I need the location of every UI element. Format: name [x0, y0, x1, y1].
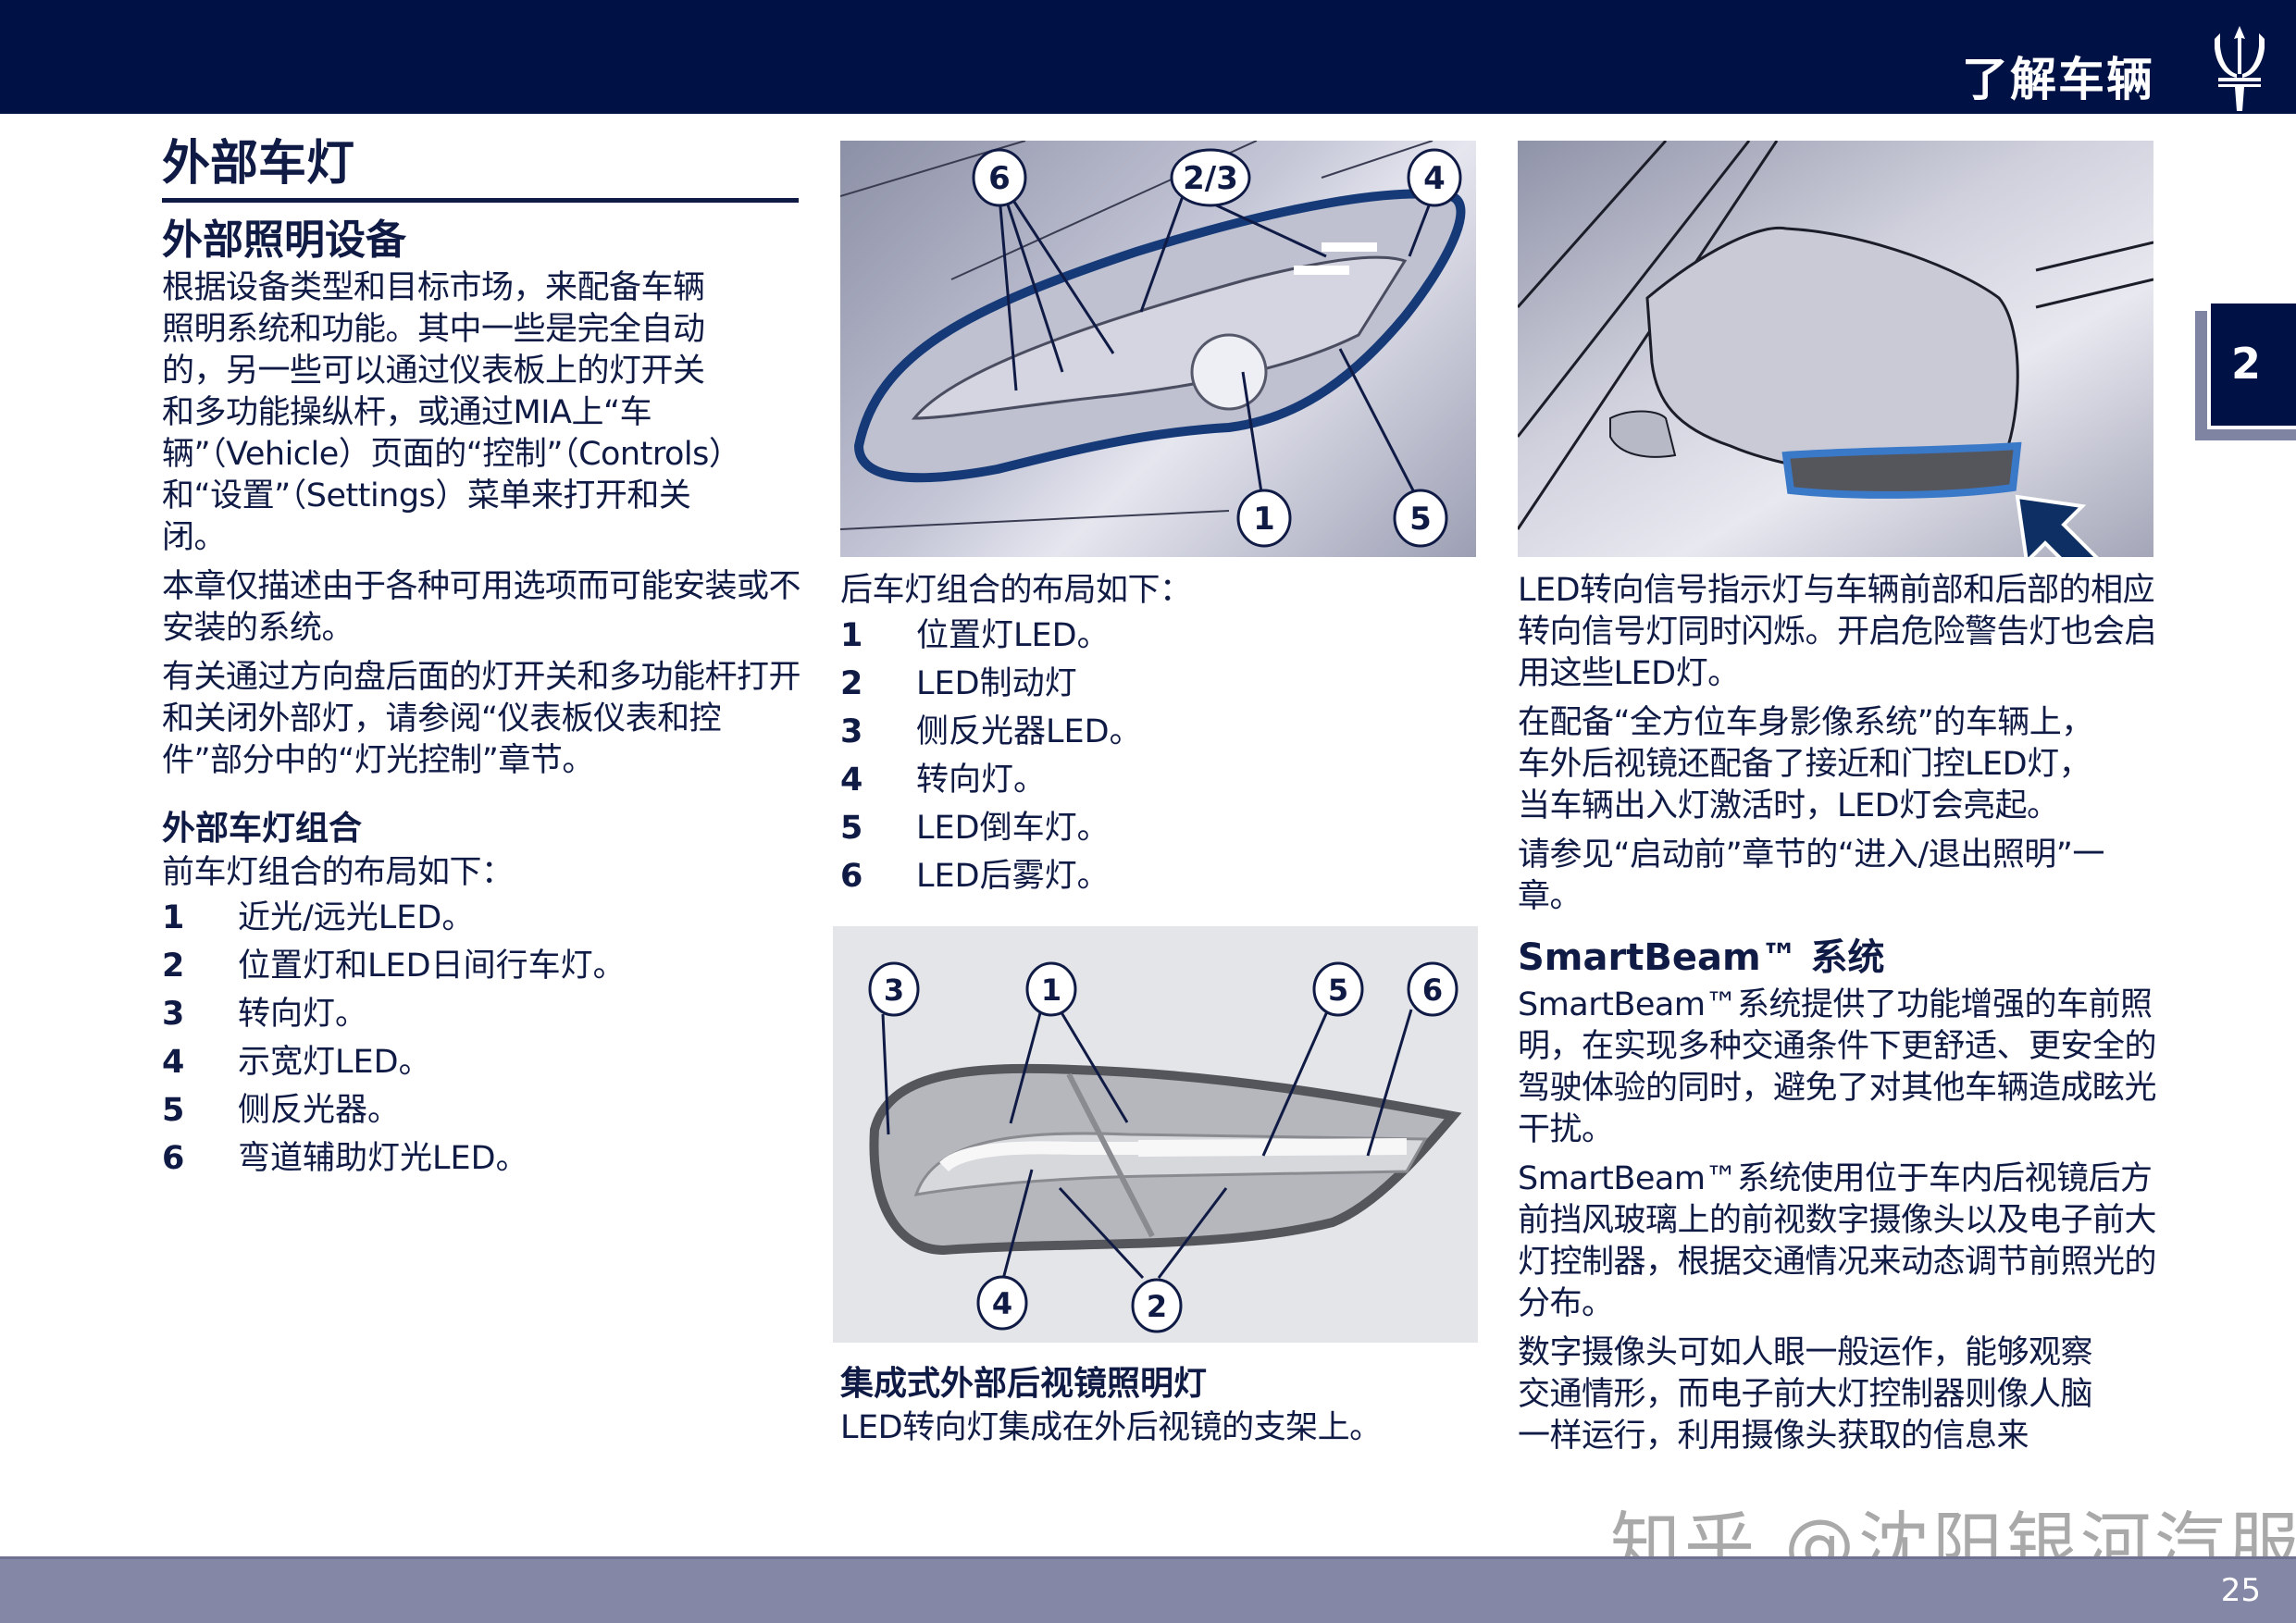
callout-2: 2: [1147, 1289, 1167, 1324]
section-heading: SmartBeam™ 系统: [1518, 936, 1885, 979]
callout-6: 6: [988, 160, 1011, 197]
callout-1: 1: [1253, 501, 1275, 538]
left-column: 外部车灯 外部照明设备 根据设备类型和目标市场，来配备车辆照明系统和功能。其中一…: [162, 130, 801, 1183]
headlight-diagram: 6 2/3 4 1 5: [840, 141, 1476, 557]
arrow-pointer-icon: [2015, 494, 2099, 557]
paragraph: 请参见“启动前”章节的“进入/退出照明”一章。: [1518, 836, 2104, 915]
list-intro: 前车灯组合的布局如下：: [162, 854, 514, 891]
header-bar: 了解车辆: [0, 0, 2296, 114]
callout-5: 5: [1409, 501, 1432, 538]
taillight-illustration: 3 1 5 6 4 2: [868, 961, 1462, 1333]
title-rule: [162, 198, 799, 203]
callout-6: 6: [1422, 973, 1443, 1008]
trident-logo-icon: [2215, 26, 2265, 111]
headlight-illustration: 6 2/3 4 1 5: [840, 141, 1466, 548]
mirror-diagram: [1518, 141, 2153, 557]
page-title: 外部车灯: [162, 136, 355, 192]
page-number: 25: [2220, 1572, 2261, 1609]
taillight-diagram: 3 1 5 6 4 2: [833, 926, 1478, 1343]
paragraph: 本章仅描述由于各种可用选项而可能安装或不安装的系统。: [162, 568, 801, 647]
callout-2-3: 2/3: [1183, 160, 1238, 197]
paragraph: 根据设备类型和目标市场，来配备车辆照明系统和功能。其中一些是完全自动的，另一些可…: [162, 269, 725, 556]
paragraph: 在配备“全方位车身影像系统”的车辆上，车外后视镜还配备了接近和门控LED灯，当车…: [1518, 704, 2093, 824]
paragraph: 有关通过方向盘后面的灯开关和多功能杆打开和关闭外部灯，请参阅“仪表板仪表和控件”…: [162, 659, 801, 779]
paragraph: LED转向灯集成在外后视镜的支架上。: [840, 1409, 1382, 1446]
paragraph: SmartBeam™系统使用位于车内后视镜后方前挡风玻璃上的前视数字摄像头以及电…: [1518, 1160, 2157, 1322]
list-intro: 后车灯组合的布局如下：: [840, 572, 1192, 609]
paragraph: LED转向信号指示灯与车辆前部和后部的相应转向信号灯同时闪烁。开启危险警告灯也会…: [1518, 572, 2157, 692]
section-heading: 外部照明设备: [162, 217, 406, 264]
callout-4: 4: [1423, 160, 1446, 197]
paragraph: 数字摄像头可如人眼一般运作，能够观察交通情形，而电子前大灯控制器则像人脑一样运行…: [1518, 1334, 2093, 1455]
section-title: 了解车辆: [1962, 53, 2154, 106]
callout-5: 5: [1328, 973, 1348, 1008]
paragraph: SmartBeam™系统提供了功能增强的车前照明，在实现多种交通条件下更舒适、更…: [1518, 986, 2157, 1148]
chapter-tab[interactable]: 2: [2207, 300, 2296, 429]
subsection-heading: 外部车灯组合: [162, 810, 363, 848]
chapter-number: 2: [2231, 339, 2262, 389]
callout-3: 3: [884, 973, 904, 1008]
mirror-illustration: [1518, 141, 2153, 557]
callout-4: 4: [992, 1286, 1012, 1321]
footer-bar: 25: [0, 1556, 2296, 1623]
right-column: LED转向信号指示灯与车辆前部和后部的相应转向信号灯同时闪烁。开启危险警告灯也会…: [1518, 130, 2157, 1465]
callout-1: 1: [1041, 973, 1061, 1008]
subsection-heading: 集成式外部后视镜照明灯: [840, 1365, 1208, 1403]
